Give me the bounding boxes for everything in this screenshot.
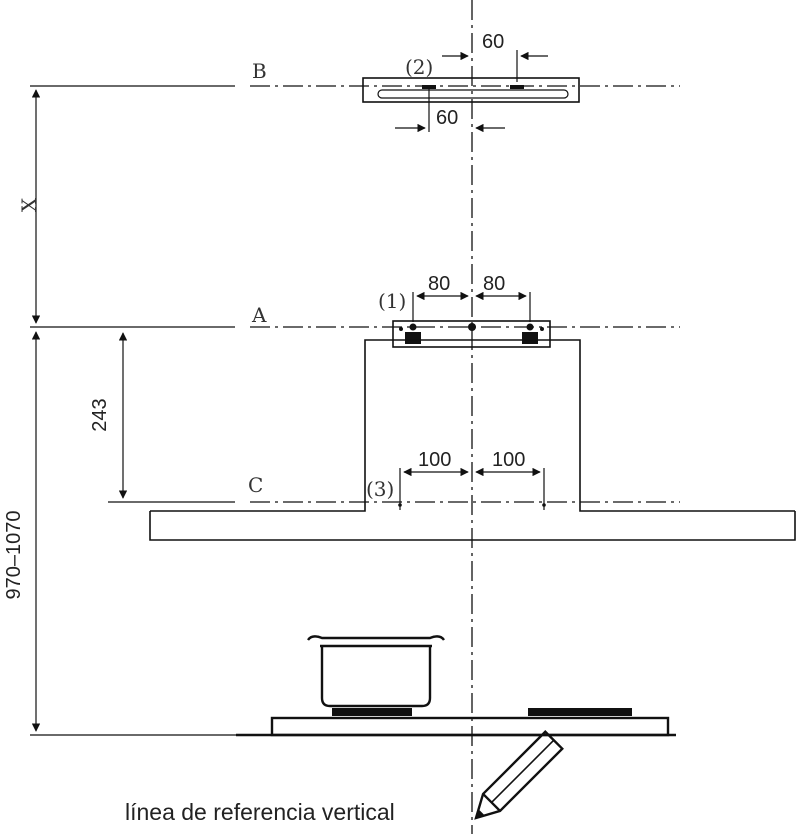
- label-b: B: [252, 59, 267, 83]
- dimension-80: [412, 291, 531, 322]
- dimension-80-left-label: 80: [428, 273, 450, 295]
- callout-3: (3): [366, 477, 394, 501]
- dimension-243-label: 243: [89, 398, 111, 431]
- dimension-100-left-label: 100: [418, 449, 451, 471]
- pencil-icon: [474, 730, 564, 820]
- top-bracket: [362, 77, 580, 103]
- dimension-100: [398, 467, 546, 510]
- label-c: C: [248, 473, 263, 497]
- label-a: A: [251, 303, 267, 327]
- callout-1: (1): [378, 289, 406, 313]
- cooking-pot-icon: [307, 635, 445, 708]
- dimension-x-label: X: [17, 197, 41, 212]
- callout-2: (2): [405, 55, 433, 79]
- dimension-60-lower: [395, 88, 505, 133]
- dimension-970-1070: [30, 331, 290, 736]
- dimension-970-1070-label: 970–1070: [3, 511, 25, 600]
- dimension-60-lower-label: 60: [436, 107, 458, 129]
- dimension-100-right-label: 100: [492, 449, 525, 471]
- middle-bracket: [392, 320, 551, 348]
- dimension-60-upper: [442, 50, 548, 82]
- dimension-60-upper-label: 60: [482, 31, 504, 53]
- cooktop: [236, 708, 676, 737]
- range-hood: [149, 339, 796, 541]
- dimension-80-right-label: 80: [483, 273, 505, 295]
- caption: línea de referencia vertical: [125, 799, 395, 825]
